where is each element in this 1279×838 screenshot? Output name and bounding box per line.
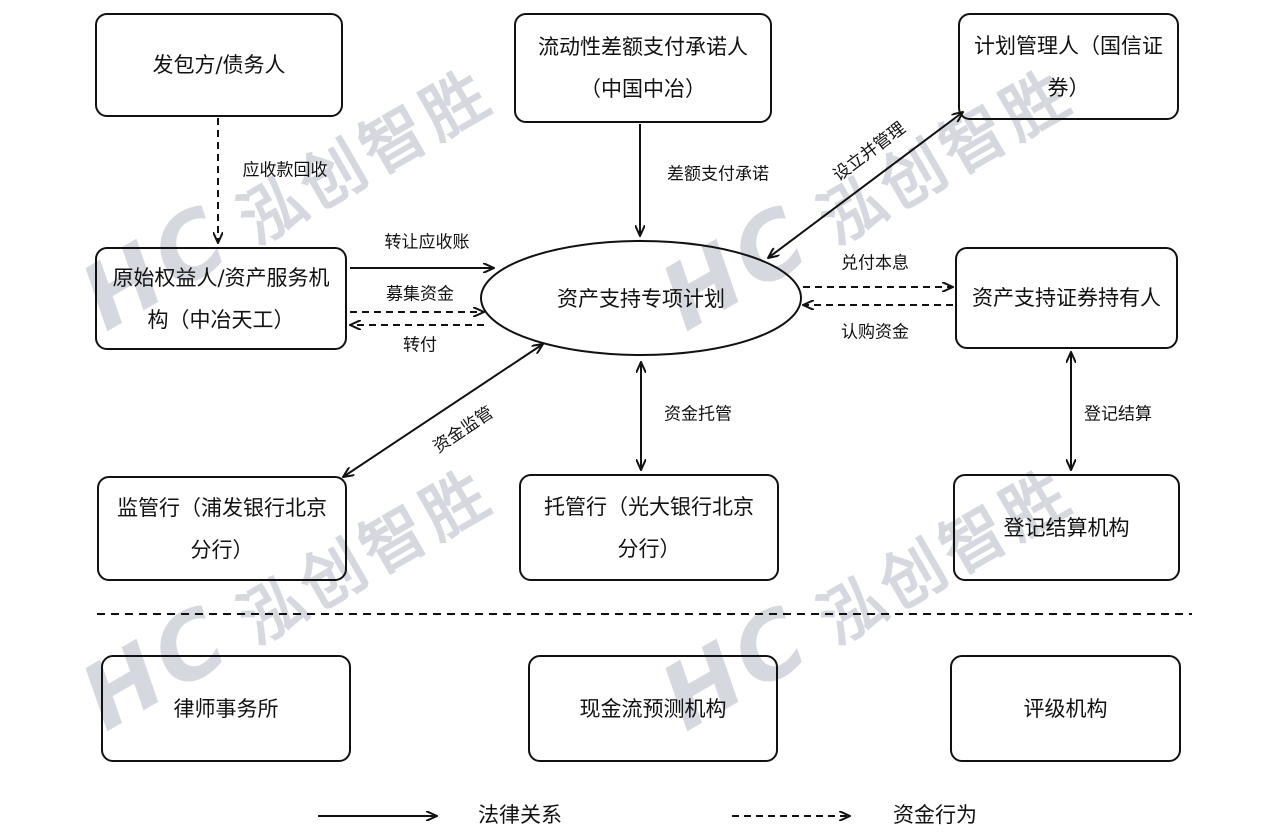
node-cashflow: 现金流预测机构 — [528, 655, 778, 762]
node-issuer: 发包方/债务人 — [95, 13, 343, 117]
node-law-firm: 律师事务所 — [101, 655, 351, 762]
arrow-establish-manage — [768, 112, 963, 258]
label-pay-principal: 兑付本息 — [841, 253, 909, 274]
label-subscription: 认购资金 — [841, 322, 909, 343]
legend-funds: 资金行为 — [893, 803, 977, 827]
legend-legal: 法律关系 — [478, 803, 562, 827]
label-fund-custody: 资金托管 — [664, 404, 732, 425]
label-transfer-receivable: 转让应收账 — [384, 232, 470, 253]
node-plan: 资产支持专项计划 — [557, 287, 725, 311]
plan-ellipse — [480, 240, 802, 356]
label-shortfall-commitment: 差额支付承诺 — [667, 164, 769, 185]
label-pass-through: 转付 — [403, 335, 437, 356]
node-supervisor: 监管行（浦发银行北京分行） — [97, 476, 347, 581]
node-manager: 计划管理人（国信证券） — [958, 13, 1179, 120]
node-holders: 资产支持证券持有人 — [955, 247, 1178, 349]
label-registration: 登记结算 — [1084, 404, 1152, 425]
node-registrar: 登记结算机构 — [953, 474, 1180, 581]
arrow-fund-supervision — [343, 344, 543, 477]
node-rating: 评级机构 — [950, 655, 1181, 762]
label-raise-funds: 募集资金 — [386, 284, 454, 305]
node-guarantor: 流动性差额支付承诺人（中国中冶） — [514, 13, 772, 123]
label-receivable-collection: 应收款回收 — [242, 160, 328, 181]
node-originator: 原始权益人/资产服务机构（中冶天工） — [95, 247, 347, 350]
node-custodian: 托管行（光大银行北京分行） — [519, 474, 779, 581]
